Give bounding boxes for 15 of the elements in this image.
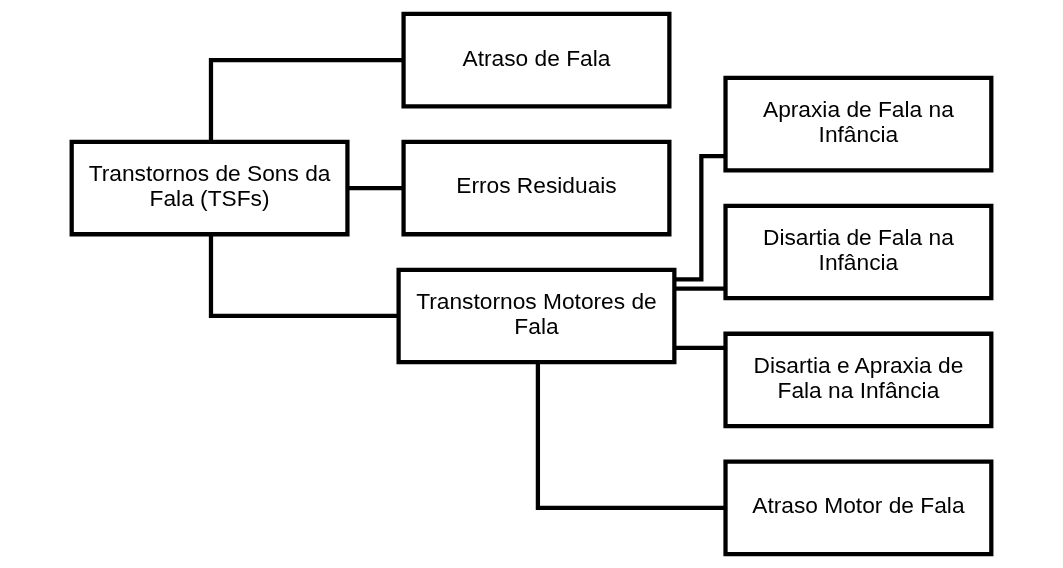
node-box: Transtornos Motores de Fala [396, 267, 677, 365]
node-box: Apraxia de Fala na Infância [723, 75, 994, 173]
node-box: Atraso Motor de Fala [723, 459, 994, 557]
connector [535, 362, 726, 510]
connector [208, 58, 404, 142]
node-box: Disartia de Fala na Infância [723, 203, 994, 301]
node-box: Atraso de Fala [401, 11, 672, 109]
connector [674, 153, 726, 282]
connector [674, 286, 726, 291]
connector [208, 234, 399, 319]
connector [674, 345, 726, 351]
node-box: Erros Residuais [401, 139, 672, 237]
connector [347, 185, 404, 191]
node-box: Disartia e Apraxia de Fala na Infância [723, 331, 994, 429]
node-box: Transtornos de Sons da Fala (TSFs) [69, 139, 350, 237]
